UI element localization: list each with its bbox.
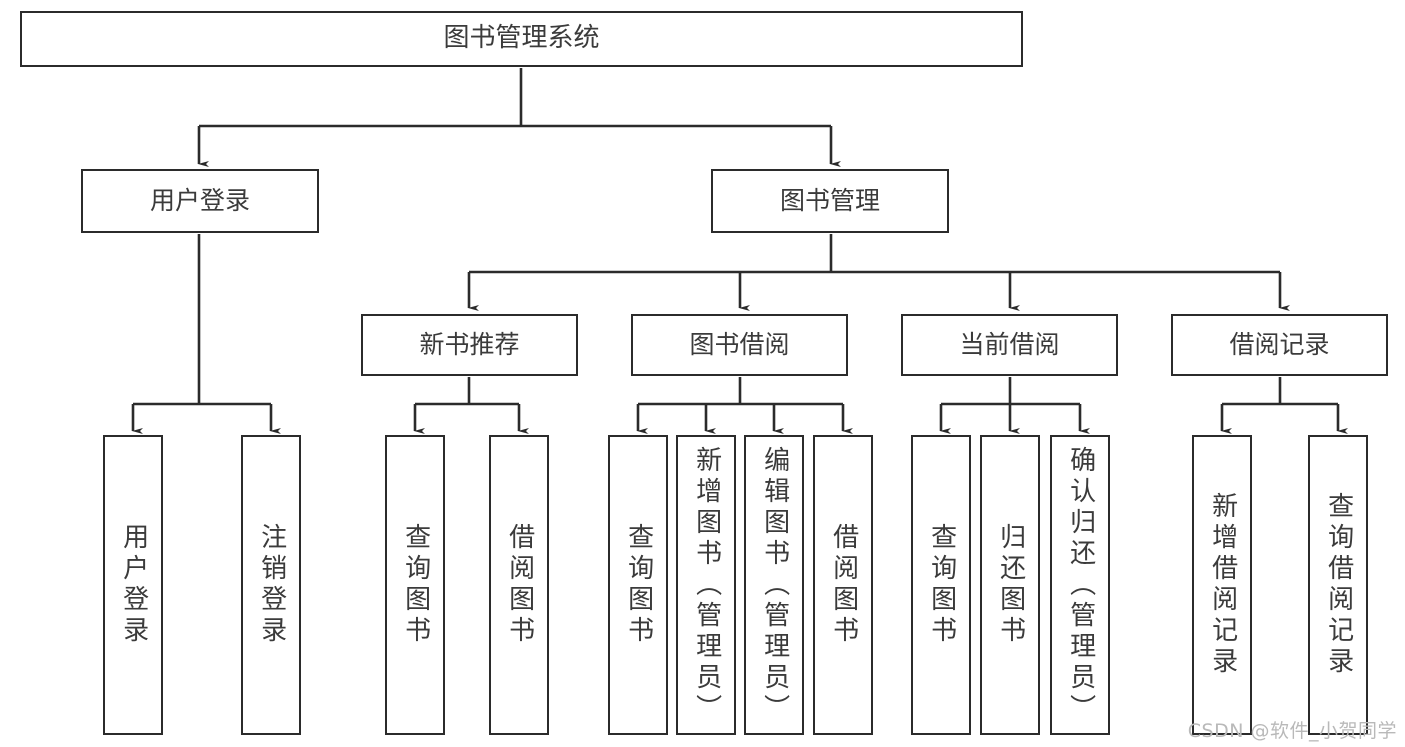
node-borrow-record[interactable]: 借阅记录 xyxy=(1171,314,1388,376)
node-label: 借阅图书 xyxy=(828,523,859,647)
node-label: 注销登录 xyxy=(256,523,287,647)
node-label: 借阅图书 xyxy=(504,523,535,647)
watermark: CSDN @软件_小贺同学 xyxy=(1187,720,1397,742)
node-label: 图书管理 xyxy=(779,185,880,215)
node-book-management[interactable]: 图书管理 xyxy=(711,169,949,233)
node-label: 新书推荐 xyxy=(419,329,520,359)
node-label: 用户登录 xyxy=(149,185,250,215)
leaf-borrow-query-book[interactable]: 查询图书 xyxy=(608,435,668,735)
leaf-record-query-record[interactable]: 查询借阅记录 xyxy=(1308,435,1368,735)
leaf-borrow-borrow-book[interactable]: 借阅图书 xyxy=(813,435,873,735)
node-label: 图书借阅 xyxy=(689,329,790,359)
leaf-record-add-record[interactable]: 新增借阅记录 xyxy=(1192,435,1252,735)
node-label: 确认归还（管理员） xyxy=(1065,445,1096,725)
leaf-user-login-signin[interactable]: 用户登录 xyxy=(103,435,163,735)
node-label: 编辑图书（管理员） xyxy=(759,445,790,725)
leaf-recommend-query-book[interactable]: 查询图书 xyxy=(385,435,445,735)
node-current-borrow[interactable]: 当前借阅 xyxy=(901,314,1118,376)
node-label: 查询图书 xyxy=(400,523,431,647)
leaf-current-return-book[interactable]: 归还图书 xyxy=(980,435,1040,735)
leaf-user-login-signout[interactable]: 注销登录 xyxy=(241,435,301,735)
leaf-borrow-add-book-admin[interactable]: 新增图书（管理员） xyxy=(676,435,736,735)
node-label: 新增图书（管理员） xyxy=(691,445,722,725)
leaf-current-confirm-return-admin[interactable]: 确认归还（管理员） xyxy=(1050,435,1110,735)
node-label: 查询借阅记录 xyxy=(1323,492,1354,678)
node-user-login[interactable]: 用户登录 xyxy=(81,169,319,233)
node-new-book-recommend[interactable]: 新书推荐 xyxy=(361,314,578,376)
leaf-borrow-edit-book-admin[interactable]: 编辑图书（管理员） xyxy=(744,435,804,735)
node-label: 用户登录 xyxy=(118,523,149,647)
node-book-borrow[interactable]: 图书借阅 xyxy=(631,314,848,376)
node-label: 新增借阅记录 xyxy=(1207,492,1238,678)
node-label: 查询图书 xyxy=(623,523,654,647)
leaf-recommend-borrow-book[interactable]: 借阅图书 xyxy=(489,435,549,735)
node-label: 查询图书 xyxy=(926,523,957,647)
node-root-system[interactable]: 图书管理系统 xyxy=(20,11,1023,67)
node-label: 当前借阅 xyxy=(959,329,1060,359)
node-label: 图书管理系统 xyxy=(443,23,600,54)
leaf-current-query-book[interactable]: 查询图书 xyxy=(911,435,971,735)
node-label: 归还图书 xyxy=(995,523,1026,647)
node-label: 借阅记录 xyxy=(1229,329,1330,359)
